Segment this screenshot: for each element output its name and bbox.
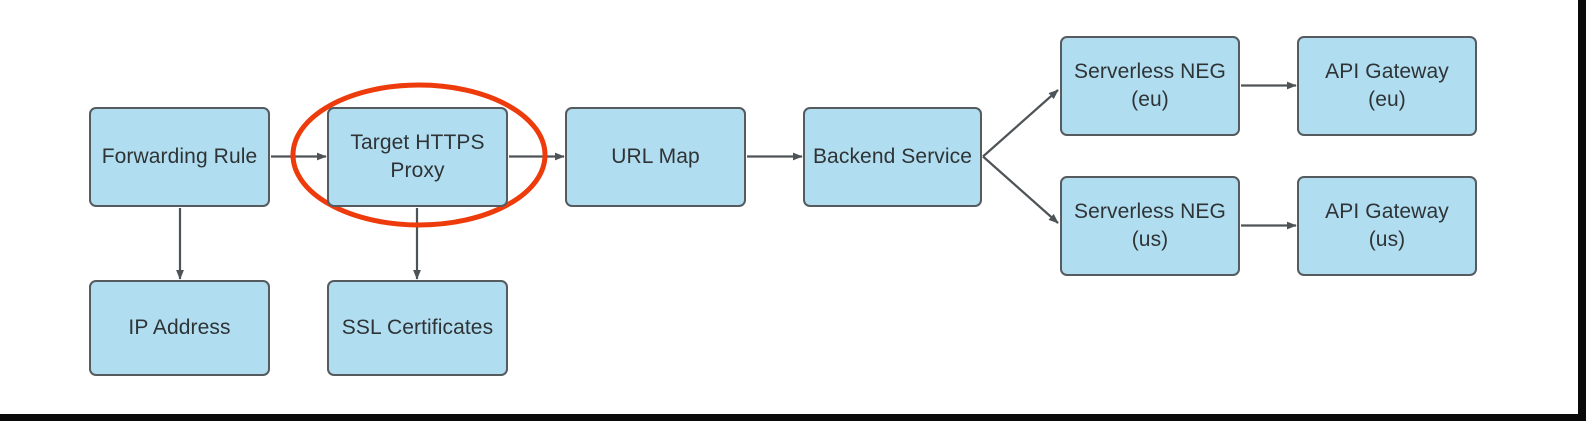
node-label: API Gateway (eu)	[1325, 60, 1449, 111]
highlight-ellipse	[290, 82, 548, 228]
node-ssl-certificates[interactable]: SSL Certificates	[327, 280, 508, 376]
window-right-edge	[1578, 0, 1586, 421]
node-label: IP Address	[128, 316, 231, 340]
node-ip-address[interactable]: IP Address	[89, 280, 270, 376]
node-label: Serverless NEG (eu)	[1074, 60, 1226, 111]
node-label: API Gateway (us)	[1325, 200, 1449, 251]
node-forwarding-rule[interactable]: Forwarding Rule	[89, 107, 270, 207]
window-bottom-edge	[0, 414, 1586, 421]
node-label: URL Map	[611, 145, 700, 169]
node-label: Forwarding Rule	[101, 145, 258, 169]
node-label: Backend Service	[812, 145, 973, 169]
node-label: SSL Certificates	[341, 316, 494, 340]
node-serverless-neg-eu[interactable]: Serverless NEG (eu)	[1060, 36, 1240, 136]
node-api-gateway-us[interactable]: API Gateway (us)	[1297, 176, 1477, 276]
node-url-map[interactable]: URL Map	[565, 107, 746, 207]
node-api-gateway-eu[interactable]: API Gateway (eu)	[1297, 36, 1477, 136]
node-label: Target HTTPS Proxy	[350, 131, 485, 182]
node-backend-service[interactable]: Backend Service	[803, 107, 982, 207]
edge-backend-service-to-serverless-neg-eu	[982, 89, 1059, 158]
node-target-https-proxy[interactable]: Target HTTPS Proxy	[327, 107, 508, 207]
node-serverless-neg-us[interactable]: Serverless NEG (us)	[1060, 176, 1240, 276]
node-label: Serverless NEG (us)	[1074, 200, 1226, 251]
edge-backend-service-to-serverless-neg-us	[982, 155, 1059, 224]
